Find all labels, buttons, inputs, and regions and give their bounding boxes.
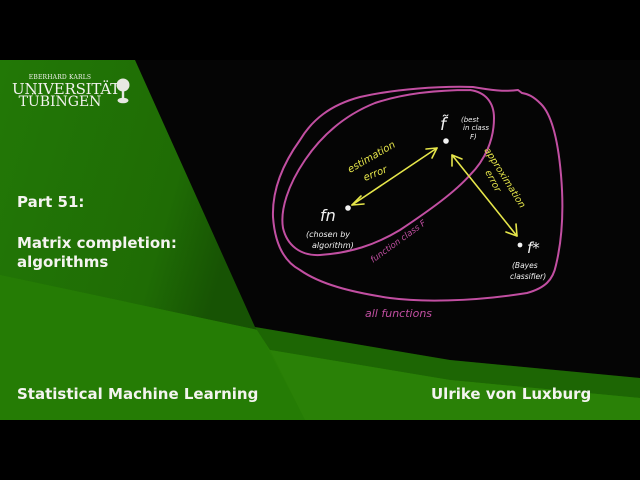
chosen-by-algorithm-line-2: algorithm): [312, 241, 354, 250]
logo-line-1: EBERHARD KARLS: [28, 74, 92, 81]
author-name: Ulrike von Luxburg: [431, 385, 592, 403]
function-class-boundary: [281, 89, 496, 257]
part-number: Part 51:: [17, 193, 85, 211]
approximation-error-arrow: [451, 154, 518, 237]
bayes-classifier-line-2: classifier): [510, 272, 546, 281]
all-functions-label: all functions: [365, 307, 432, 320]
f-tilde-point: [443, 138, 449, 144]
f-tilde-label: f̃: [440, 114, 449, 135]
lecture-title-line-2: algorithms: [17, 253, 109, 271]
tree-icon: [116, 78, 130, 104]
chosen-by-algorithm-line-1: (chosen by: [306, 230, 350, 239]
all-functions-boundary: [271, 85, 564, 302]
approximation-arrowhead-end: [505, 223, 518, 237]
best-in-class-line-1: (best: [461, 116, 479, 124]
estimation-arrowhead-end: [425, 147, 438, 159]
best-in-class-line-3: F): [470, 133, 477, 141]
estimation-arrowhead-start: [351, 195, 365, 206]
bayes-classifier-line-1: (Bayes: [512, 261, 538, 270]
f-n-point: [345, 205, 351, 211]
f-n-label: fn: [320, 206, 336, 225]
letterbox-bottom: [0, 420, 640, 480]
logo-line-3: TÜBINGEN: [18, 94, 102, 110]
lecture-title-line-1: Matrix completion:: [17, 234, 177, 252]
approximation-arrowhead-start: [451, 154, 463, 167]
f-star-label: f*: [527, 239, 540, 257]
letterbox-top: [0, 0, 640, 60]
university-logo: EBERHARD KARLS UNIVERSITÄT TÜBINGEN: [12, 74, 120, 110]
course-name: Statistical Machine Learning: [17, 385, 259, 403]
logo-line-2: UNIVERSITÄT: [12, 80, 120, 98]
estimation-error-arrow: [351, 147, 438, 206]
f-star-point: [517, 242, 523, 248]
best-in-class-line-2: in class: [463, 124, 489, 132]
